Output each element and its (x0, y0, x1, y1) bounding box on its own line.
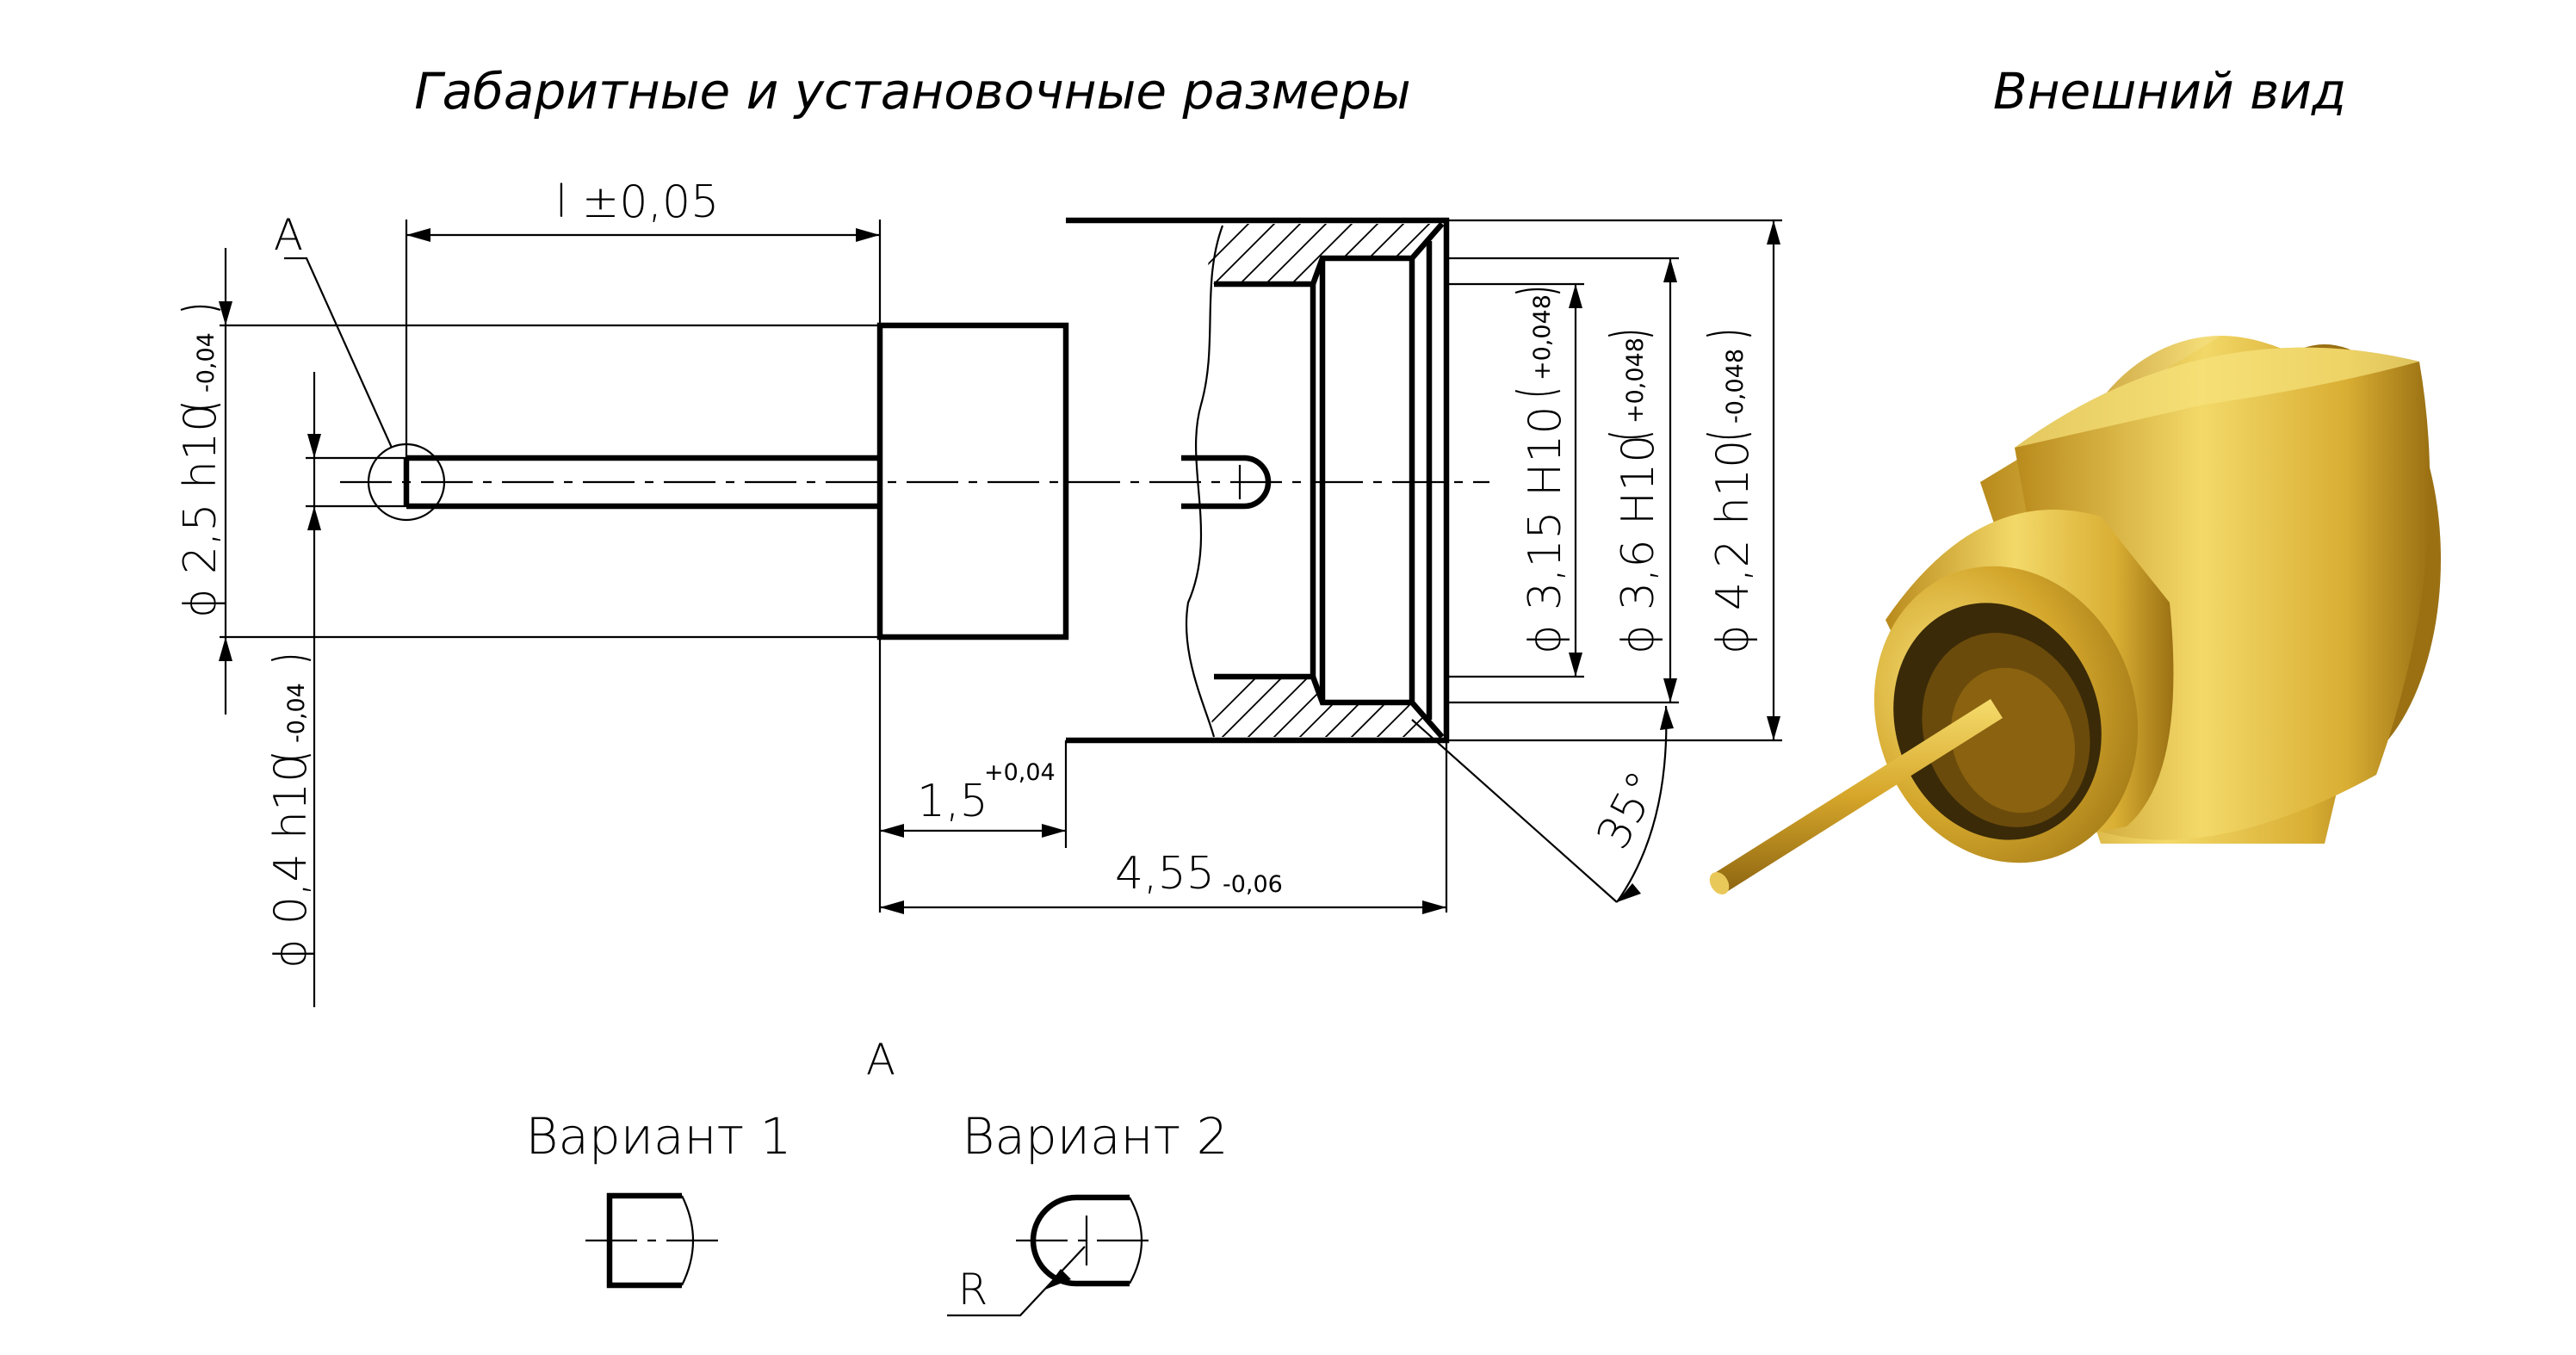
svg-text:ϕ 0,4 h10: ϕ 0,4 h10 (265, 754, 317, 968)
svg-text:4,55: 4,55 (1115, 848, 1215, 900)
svg-text:-0,06: -0,06 (1223, 871, 1283, 898)
svg-text:-0,04: -0,04 (283, 683, 310, 743)
svg-text:R: R (958, 1265, 988, 1315)
part-outline (403, 217, 1450, 744)
dim-d36: ϕ 3,6 H10 +0,048 (1446, 257, 1679, 704)
dim-len455: 4,55 -0,06 (880, 740, 1448, 914)
svg-text:+0,048: +0,048 (1529, 294, 1556, 381)
dim-d315: ϕ 3,15 H10 +0,048 (1446, 282, 1584, 678)
svg-text:-0,048: -0,048 (1722, 349, 1749, 424)
detail-view-title: A (866, 1035, 895, 1085)
title-appearance: Внешний вид (1993, 62, 2346, 121)
svg-text:ϕ 4,2 h10: ϕ 4,2 h10 (1707, 440, 1759, 654)
svg-text:l ±0,05: l ±0,05 (555, 176, 719, 228)
dim-d42: ϕ 4,2 h10 -0,048 (1446, 219, 1782, 742)
svg-text:Вариант 2: Вариант 2 (962, 1107, 1228, 1166)
variant-2: Вариант 2 R (947, 1107, 1229, 1317)
detail-a-marker: A (274, 210, 303, 260)
svg-text:Вариант 1: Вариант 1 (525, 1107, 791, 1166)
svg-text:1,5: 1,5 (917, 776, 988, 827)
dim-len15: 1,5 +0,04 (878, 637, 1068, 913)
detail-a-leader (284, 257, 393, 449)
brass-connector-illustration (1709, 336, 2441, 895)
svg-text:ϕ 2,5 h10: ϕ 2,5 h10 (175, 404, 226, 618)
dim-length: l ±0,05 (405, 176, 882, 458)
dim-d25: ϕ 2,5 h10 -0,04 (175, 248, 880, 715)
svg-text:ϕ 3,15 H10: ϕ 3,15 H10 (1520, 406, 1571, 654)
title-dimensions: Габаритные и установочные размеры (414, 62, 1410, 121)
svg-text:-0,04: -0,04 (193, 332, 220, 393)
svg-text:ϕ 3,6 H10: ϕ 3,6 H10 (1613, 435, 1664, 654)
svg-text:+0,048: +0,048 (1622, 337, 1649, 424)
variant-1: Вариант 1 (525, 1107, 792, 1289)
dim-d04: ϕ 0,4 h10 -0,04 (265, 372, 406, 1007)
svg-text:35°: 35° (1588, 764, 1670, 858)
svg-text:+0,04: +0,04 (984, 759, 1056, 786)
dim-angle: 35° (1411, 705, 1674, 903)
